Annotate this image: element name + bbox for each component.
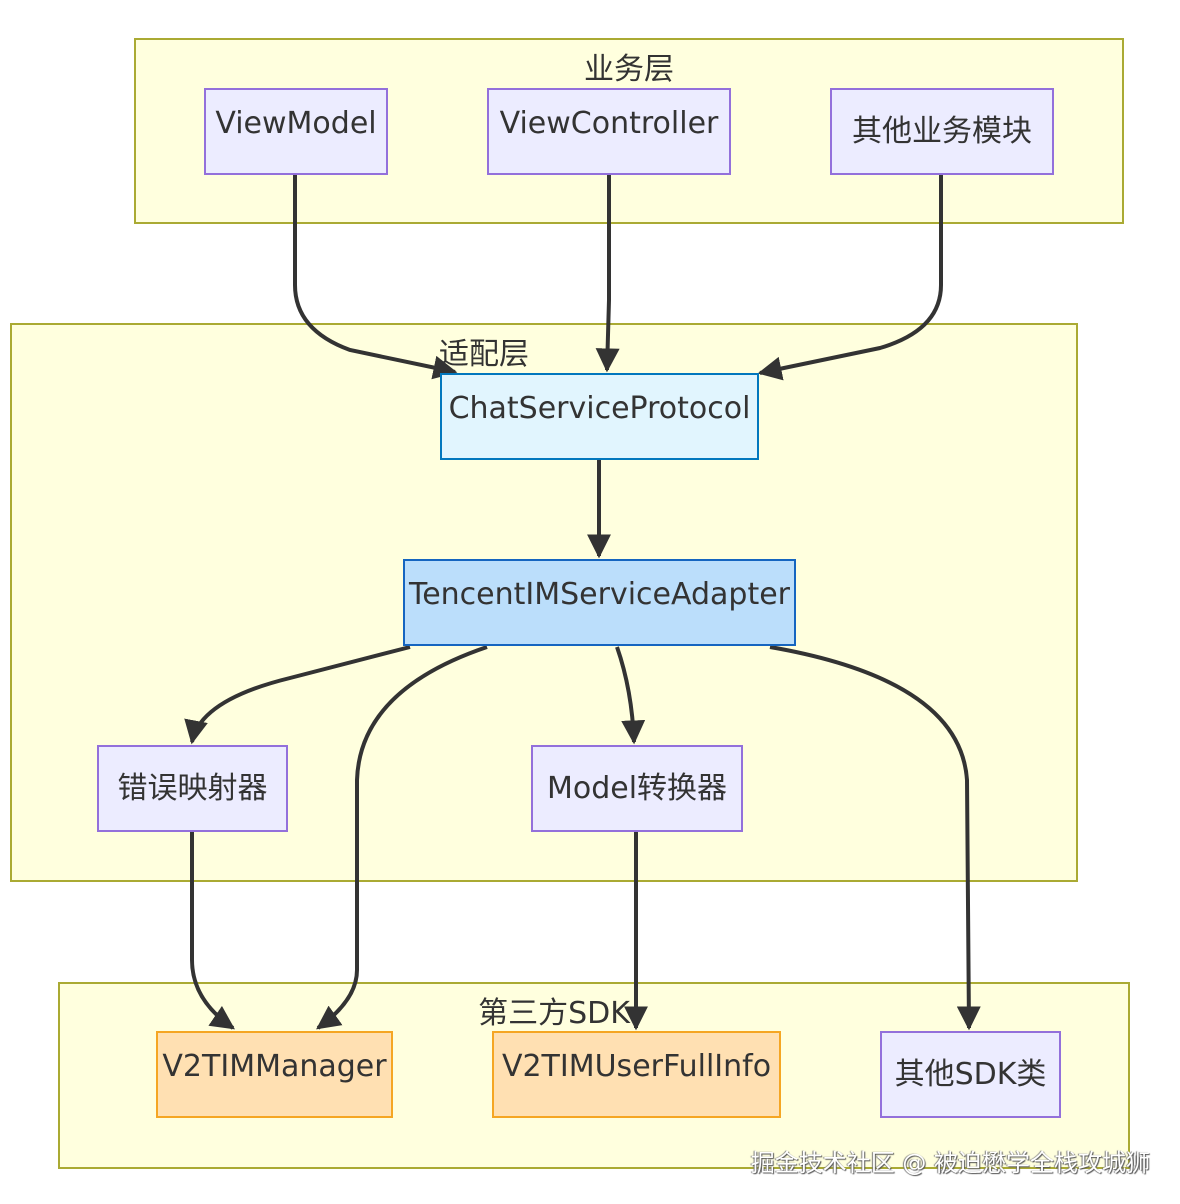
node-v2tim-manager[interactable]: V2TIMManager: [156, 1031, 393, 1118]
node-error-mapper-label: 错误映射器: [117, 771, 268, 806]
node-model-converter-label: Model转换器: [546, 771, 728, 806]
cluster-sdk-label: 第三方SDK: [478, 996, 630, 1031]
cluster-adapter-label: 适配层: [439, 337, 529, 372]
watermark-text: 掘金技术社区 @ 被迫懋学全栈攻城狮: [750, 1149, 1150, 1177]
node-v2tim-userfullinfo-label: V2TIMUserFullInfo: [501, 1049, 772, 1084]
cluster-business-label: 业务层: [584, 52, 674, 87]
node-other-sdk[interactable]: 其他SDK类: [880, 1031, 1061, 1118]
node-other-business[interactable]: 其他业务模块: [830, 88, 1054, 175]
node-v2tim-userfullinfo[interactable]: V2TIMUserFullInfo: [492, 1031, 781, 1118]
node-viewcontroller-label: ViewController: [499, 106, 719, 141]
node-model-converter[interactable]: Model转换器: [531, 745, 743, 832]
node-viewcontroller[interactable]: ViewController: [487, 88, 731, 175]
node-chat-service-protocol[interactable]: ChatServiceProtocol: [440, 373, 759, 460]
node-tencent-im-adapter[interactable]: TencentIMServiceAdapter: [403, 559, 796, 646]
node-viewmodel[interactable]: ViewModel: [204, 88, 388, 175]
node-v2tim-manager-label: V2TIMManager: [162, 1049, 387, 1084]
node-other-sdk-label: 其他SDK类: [894, 1057, 1047, 1092]
node-tencent-im-adapter-label: TencentIMServiceAdapter: [408, 577, 791, 612]
node-error-mapper[interactable]: 错误映射器: [97, 745, 288, 832]
node-other-business-label: 其他业务模块: [852, 114, 1032, 149]
node-chat-service-protocol-label: ChatServiceProtocol: [448, 391, 751, 426]
node-viewmodel-label: ViewModel: [215, 106, 377, 141]
